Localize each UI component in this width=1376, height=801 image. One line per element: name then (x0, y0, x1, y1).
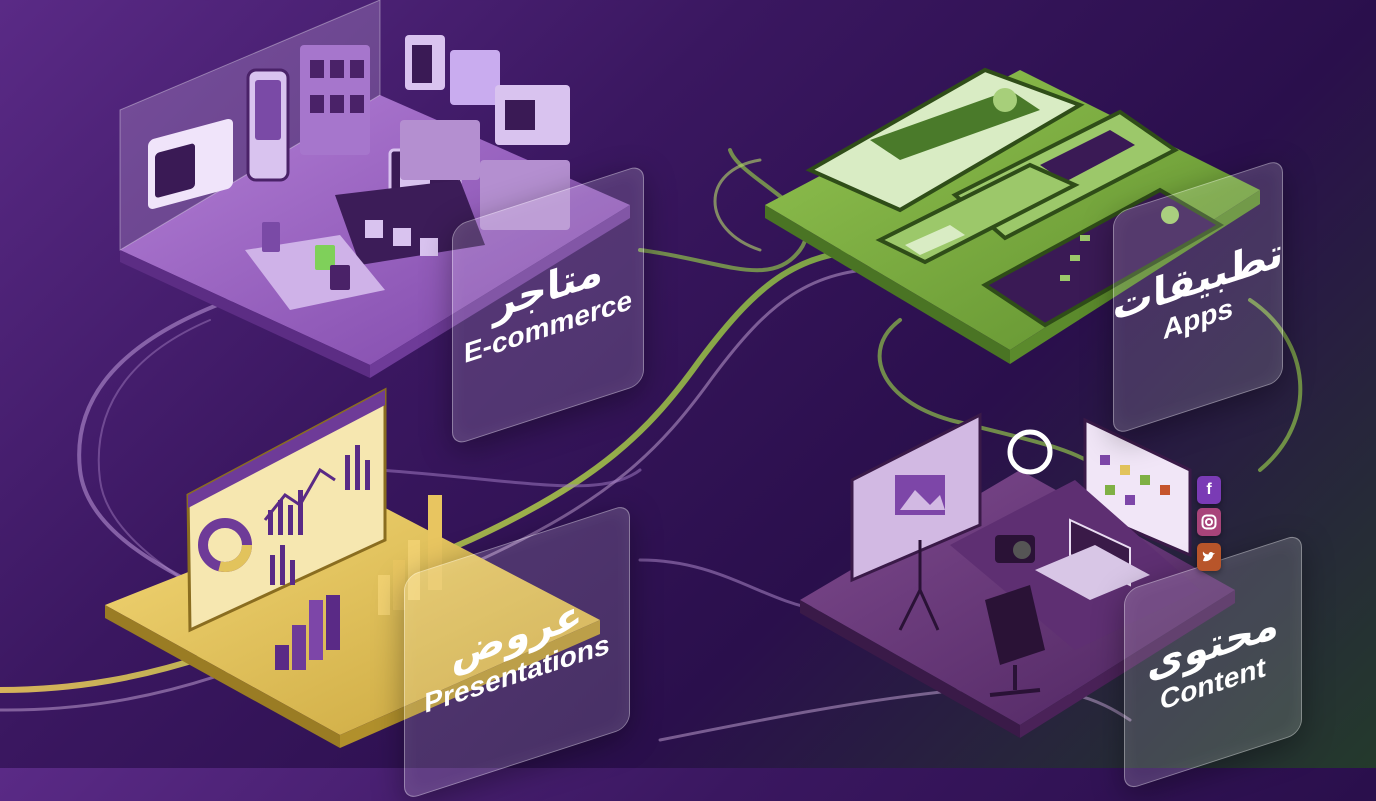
apps-platform (765, 67, 1260, 364)
phone-3 (875, 162, 1080, 265)
presentations-platform (105, 387, 600, 748)
phone-4 (981, 187, 1224, 328)
phone-1 (805, 67, 1085, 213)
facebook-icon: f (1197, 476, 1221, 504)
ecommerce-platform (119, 0, 630, 378)
content-platform (800, 412, 1235, 738)
instagram-icon (1197, 508, 1221, 536)
twitter-icon (1197, 543, 1221, 571)
bar-chart-3d (275, 495, 442, 670)
isometric-scene (0, 0, 1303, 748)
